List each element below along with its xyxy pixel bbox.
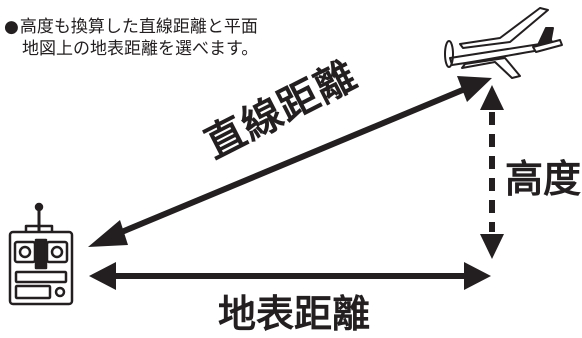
straight-arrowhead-left xyxy=(88,220,128,247)
diagram-canvas xyxy=(8,7,563,306)
distance-diagram: ●高度も換算した直線距離と平面 地図上の地表距離を選べます。 直線距離 高度 地… xyxy=(4,7,582,336)
ground-distance-label: 地表距離 xyxy=(218,292,371,336)
feature-note-line-1: ●高度も換算した直線距離と平面 xyxy=(4,16,334,38)
feature-note: ●高度も換算した直線距離と平面 地図上の地表距離を選べます。 xyxy=(4,16,334,60)
ground-distance-arrow xyxy=(89,262,491,290)
bullet-icon: ● xyxy=(4,17,19,37)
feature-note-line-2: 地図上の地表距離を選べます。 xyxy=(22,39,259,59)
rc-glider-icon xyxy=(444,7,563,79)
ground-arrowhead-left xyxy=(89,262,116,290)
straight-arrowhead-right xyxy=(457,76,492,102)
ground-arrowhead-right xyxy=(464,262,491,290)
feature-note-text-1: 高度も換算した直線距離と平面 xyxy=(19,17,258,37)
altitude-arrowhead-bottom xyxy=(480,234,504,259)
rc-transmitter-icon xyxy=(8,202,74,306)
altitude-arrowhead-top xyxy=(480,85,504,110)
altitude-arrow xyxy=(480,85,504,259)
straight-distance-arrow xyxy=(88,76,492,247)
altitude-label: 高度 xyxy=(505,157,582,201)
